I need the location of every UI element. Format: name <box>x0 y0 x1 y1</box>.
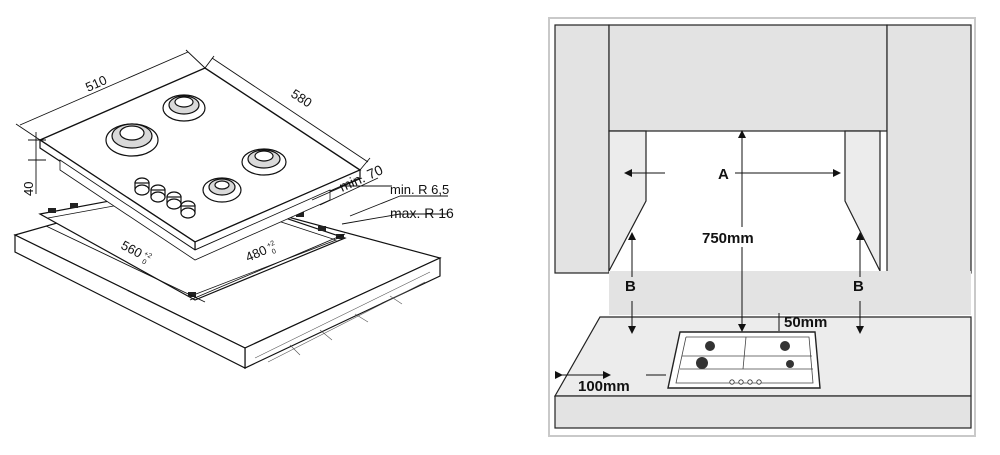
burner-rear <box>162 94 206 122</box>
worktop-front <box>554 395 972 429</box>
radius-min-label: min. R 6,5 <box>390 182 449 197</box>
hob <box>667 331 821 389</box>
hob-cutout-drawing: 510 580 40 min. 70 min. R 6,5 max. R 16 … <box>13 49 454 369</box>
rear-clearance-label: 50mm <box>784 314 827 331</box>
range-hood <box>608 24 888 132</box>
dimension-b-left-label: B <box>625 278 636 295</box>
dimension-a-label: A <box>718 166 729 183</box>
burner-large <box>105 123 159 157</box>
hob-cutout-diagram: 510 580 40 min. 70 min. R 6,5 max. R 16 … <box>13 49 454 369</box>
hood-clearance-label: 750mm <box>702 230 754 247</box>
dim-height-label: 40 <box>21 182 36 196</box>
left-wall-cabinet <box>554 24 610 274</box>
right-cabinet-side <box>844 130 881 272</box>
cutout-depth-tolerance-top: +2 <box>266 240 276 250</box>
cutout-width-tolerance-bottom: 0 <box>141 258 148 266</box>
worktop-left-edge <box>14 234 246 369</box>
cutout-depth-tolerance-bottom: 0 <box>271 248 278 256</box>
left-cabinet-side <box>608 130 647 272</box>
burner-right <box>241 148 287 176</box>
clearance-drawing: A 750mm B B 50mm 100mm <box>553 24 972 429</box>
right-wall-cabinet <box>886 24 972 274</box>
dim-width-label: 510 <box>83 72 109 95</box>
dim-depth-label: 580 <box>288 86 314 110</box>
radius-max-label: max. R 16 <box>390 205 454 221</box>
dimension-b-right-label: B <box>853 278 864 295</box>
cutout-width-tolerance-top: +2 <box>143 250 153 260</box>
burner-small <box>202 177 242 203</box>
clearance-diagram: A 750mm B B 50mm 100mm <box>548 17 976 437</box>
control-knobs <box>134 177 196 219</box>
side-clearance-label: 100mm <box>578 378 630 395</box>
back-wall <box>609 271 971 315</box>
